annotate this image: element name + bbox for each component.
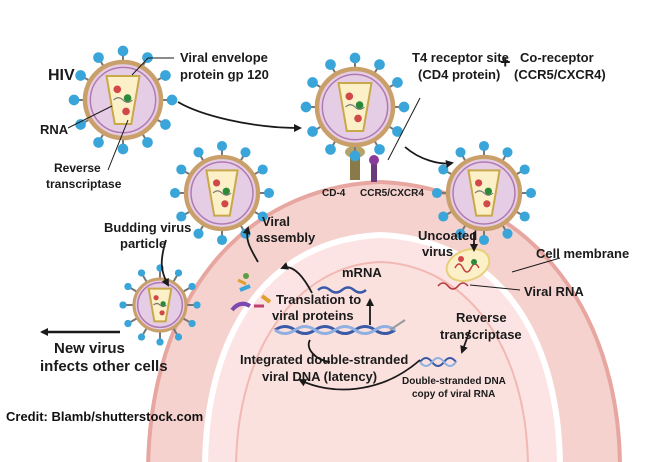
label-pointers [67,57,561,291]
integrated-dna [274,319,406,335]
virus-budding [169,140,275,246]
label-uncoated-2: virus [422,244,453,259]
label-dsdna-1: Double-stranded DNA [402,376,506,387]
ccr5-coreceptor [369,155,379,182]
label-viral-rna: Viral RNA [524,284,584,299]
label-new-virus-2: infects other cells [40,358,168,375]
label-coreceptor-1: Co-receptor [520,50,594,65]
uncoated-virus [445,248,491,282]
image-credit: Credit: Blamb/shutterstock.com [6,409,204,424]
label-new-virus-1: New virus [54,340,125,357]
label-rt-1: Reverse [54,161,101,175]
label-envelope-1: Viral envelope [180,50,268,65]
arrow-budding [160,239,169,287]
label-cd4: CD-4 [322,188,346,199]
arrow-entry [404,146,454,168]
label-budding-1: Budding virus [104,220,191,235]
label-hiv: HIV [48,67,75,84]
label-assembly-1: Viral [262,214,290,229]
label-budding-2: particle [120,236,166,251]
virus-new [119,264,201,346]
virus-attaching [300,52,410,162]
viral-rna-strand [437,282,469,290]
label-t4-1: T4 receptor site [412,50,509,65]
label-rev-1: Reverse [456,310,507,325]
label-integrated-1: Integrated double-stranded [240,352,408,367]
arrow-virus-to-receptor [177,101,302,132]
nucleus-inner [235,260,529,462]
label-coreceptor-2: (CCR5/CXCR4) [514,67,606,82]
arrow-translation [280,262,313,294]
text-labels: HIV Viral envelope protein gp 120 RNA Re… [40,50,629,400]
label-rt-2: transcriptase [46,177,122,191]
arrow-assembly [242,226,259,263]
label-plus: + [500,52,511,72]
label-rev-2: transcriptase [440,327,522,342]
dsdna-copy [419,357,457,367]
mrna-strand [317,286,367,294]
viral-protein-fragments [230,273,272,312]
arrow-integration [298,359,421,391]
label-uncoated-1: Uncoated [418,228,477,243]
label-translation-1: Translation to [276,292,361,307]
label-mrna: mRNA [342,265,382,280]
virus-particles [68,45,537,346]
virus-free [68,45,178,155]
label-rna: RNA [40,122,69,137]
label-dsdna-2: copy of viral RNA [412,389,495,400]
label-ccr5: CCR5/CXCR4 [360,188,424,199]
label-envelope-2: protein gp 120 [180,67,269,82]
label-cell-membrane: Cell membrane [536,246,629,261]
arrow-rt [460,329,471,354]
process-arrows [40,101,478,391]
label-translation-2: viral proteins [272,308,354,323]
label-assembly-2: assembly [256,230,316,245]
label-t4-2: (CD4 protein) [418,67,500,82]
label-integrated-2: viral DNA (latency) [262,369,377,384]
host-cell [146,179,622,462]
virus-fusing [431,140,537,246]
